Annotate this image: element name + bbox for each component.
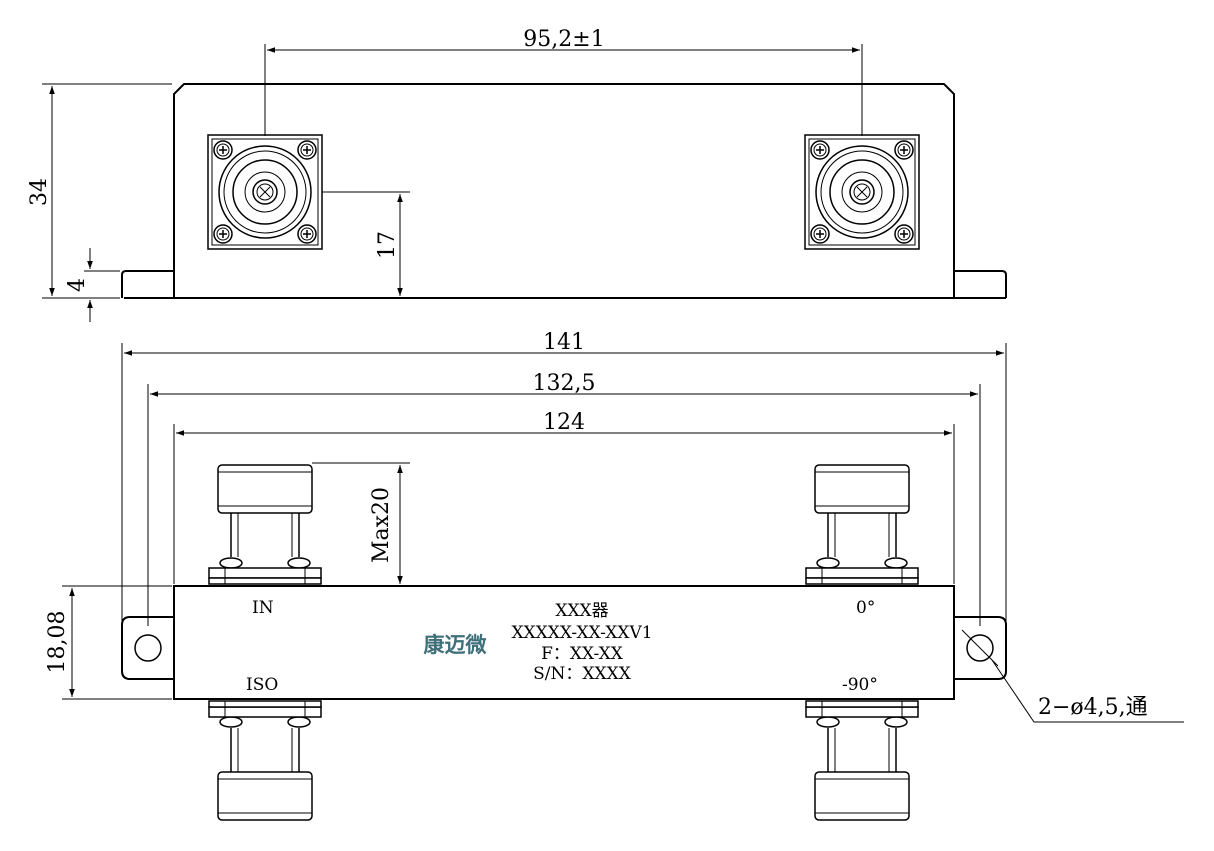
dim-connector-center-height: 17 <box>375 231 400 259</box>
mounting-hole-callout: 2−ø4,5,通 <box>1038 695 1148 720</box>
port-in-label: IN <box>252 598 274 618</box>
port-iso-label: ISO <box>246 675 278 695</box>
nameplate-model: XXXXX-XX-XXV1 <box>511 623 652 643</box>
left-mounting-hole <box>134 634 162 662</box>
dim-connector-max-length: Max20 <box>369 487 394 563</box>
output-0-connector-side <box>805 464 919 585</box>
dim-body-width: 18,08 <box>45 611 70 674</box>
dim-connector-spacing: 95,2±1 <box>523 27 604 52</box>
right-mounting-hole <box>966 634 994 662</box>
dim-height-total: 34 <box>27 178 52 206</box>
iso-connector-side <box>208 700 322 821</box>
plan-view: 141 132,5 124 Max20 18,08 IN ISO 0 <box>45 330 1184 821</box>
output-connector-front <box>805 135 919 249</box>
nameplate-product: XXX器 <box>555 601 608 621</box>
dim-flange-thickness: 4 <box>65 278 90 292</box>
nameplate-serial: S/N：XXXX <box>533 664 632 684</box>
coupler-body <box>173 585 955 700</box>
dim-length-overall: 141 <box>543 330 585 355</box>
left-mounting-tab <box>121 616 174 680</box>
front-view: 95,2±1 34 4 17 <box>27 27 1007 322</box>
output-90-connector-side <box>805 700 919 821</box>
right-mounting-tab <box>954 616 1007 680</box>
right-flange <box>954 270 1007 298</box>
front-housing <box>173 83 955 298</box>
port-0-label: 0° <box>856 598 875 618</box>
port-90-label: -90° <box>842 675 878 695</box>
input-connector-front <box>208 135 322 249</box>
dim-hole-spacing: 132,5 <box>533 371 596 396</box>
left-flange <box>121 270 174 298</box>
nameplate-frequency: F：XX-XX <box>541 644 624 664</box>
dim-body-length: 124 <box>543 410 585 435</box>
brand-logo: 康迈微 <box>424 633 488 657</box>
input-connector-side <box>208 464 322 585</box>
